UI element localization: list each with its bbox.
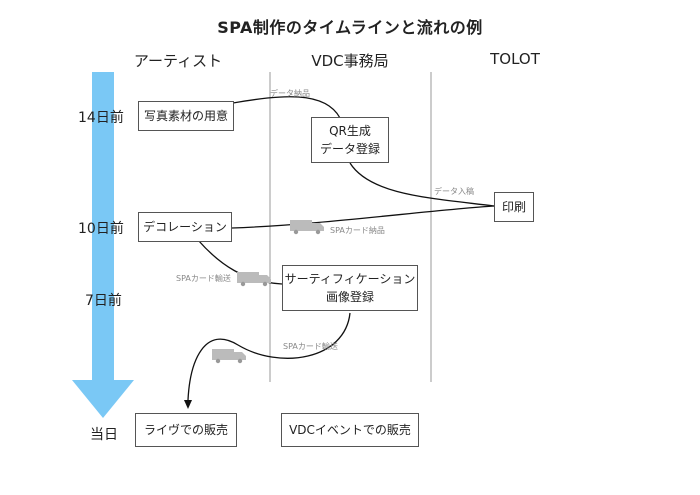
box-vdc-event-sale-label: VDCイベントでの販売 [289,423,411,437]
box-decoration: デコレーション [138,212,232,242]
truck-icon [237,272,271,287]
box-vdc-event-sale: VDCイベントでの販売 [281,413,419,447]
box-live-sale: ライヴでの販売 [135,413,237,447]
diagram-title: SPA制作のタイムラインと流れの例 [217,18,483,37]
timeline-label-today: 当日 [90,427,118,443]
flow-curve-data-delivery [232,96,341,119]
box-certification: サーティフィケーション 画像登録 [282,265,418,311]
truck-icon [212,349,246,364]
flow-curve-data-input [349,162,495,207]
box-photo-material-label: 写真素材の用意 [143,109,228,123]
timeline-label-14days: 14日前 [78,110,124,126]
flow-label-data-delivery: データ納品 [270,89,310,98]
flow-curve-card-transport-2 [187,312,351,401]
box-qr-line2: データ登録 [319,142,380,156]
flow-label-card-transport-2: SPAカード輸送 [283,342,338,351]
timeline-label-10days: 10日前 [78,221,124,237]
timeline-arrow [72,72,134,418]
box-print-label: 印刷 [501,200,526,214]
box-decoration-label: デコレーション [143,220,227,234]
box-certification-line1: サーティフィケーション [284,272,416,286]
box-qr-generation: QR生成 データ登録 [311,117,389,163]
column-header-vdc: VDC事務局 [311,52,389,70]
arrowhead-icon [184,400,192,409]
box-print: 印刷 [494,192,534,222]
flow-label-card-transport-1: SPAカード輸送 [176,274,231,283]
flow-label-data-input: データ入稿 [434,187,474,196]
box-live-sale-label: ライヴでの販売 [143,423,228,437]
timeline-label-7days: 7日前 [85,293,122,309]
column-header-tolot: TOLOT [490,50,540,68]
column-header-artist: アーティスト [133,52,223,70]
box-photo-material: 写真素材の用意 [138,101,234,131]
box-certification-line2: 画像登録 [325,290,374,304]
box-qr-line1: QR生成 [329,124,371,138]
flow-label-card-delivery: SPAカード納品 [330,226,385,235]
flow-curve-card-delivery [231,205,495,229]
